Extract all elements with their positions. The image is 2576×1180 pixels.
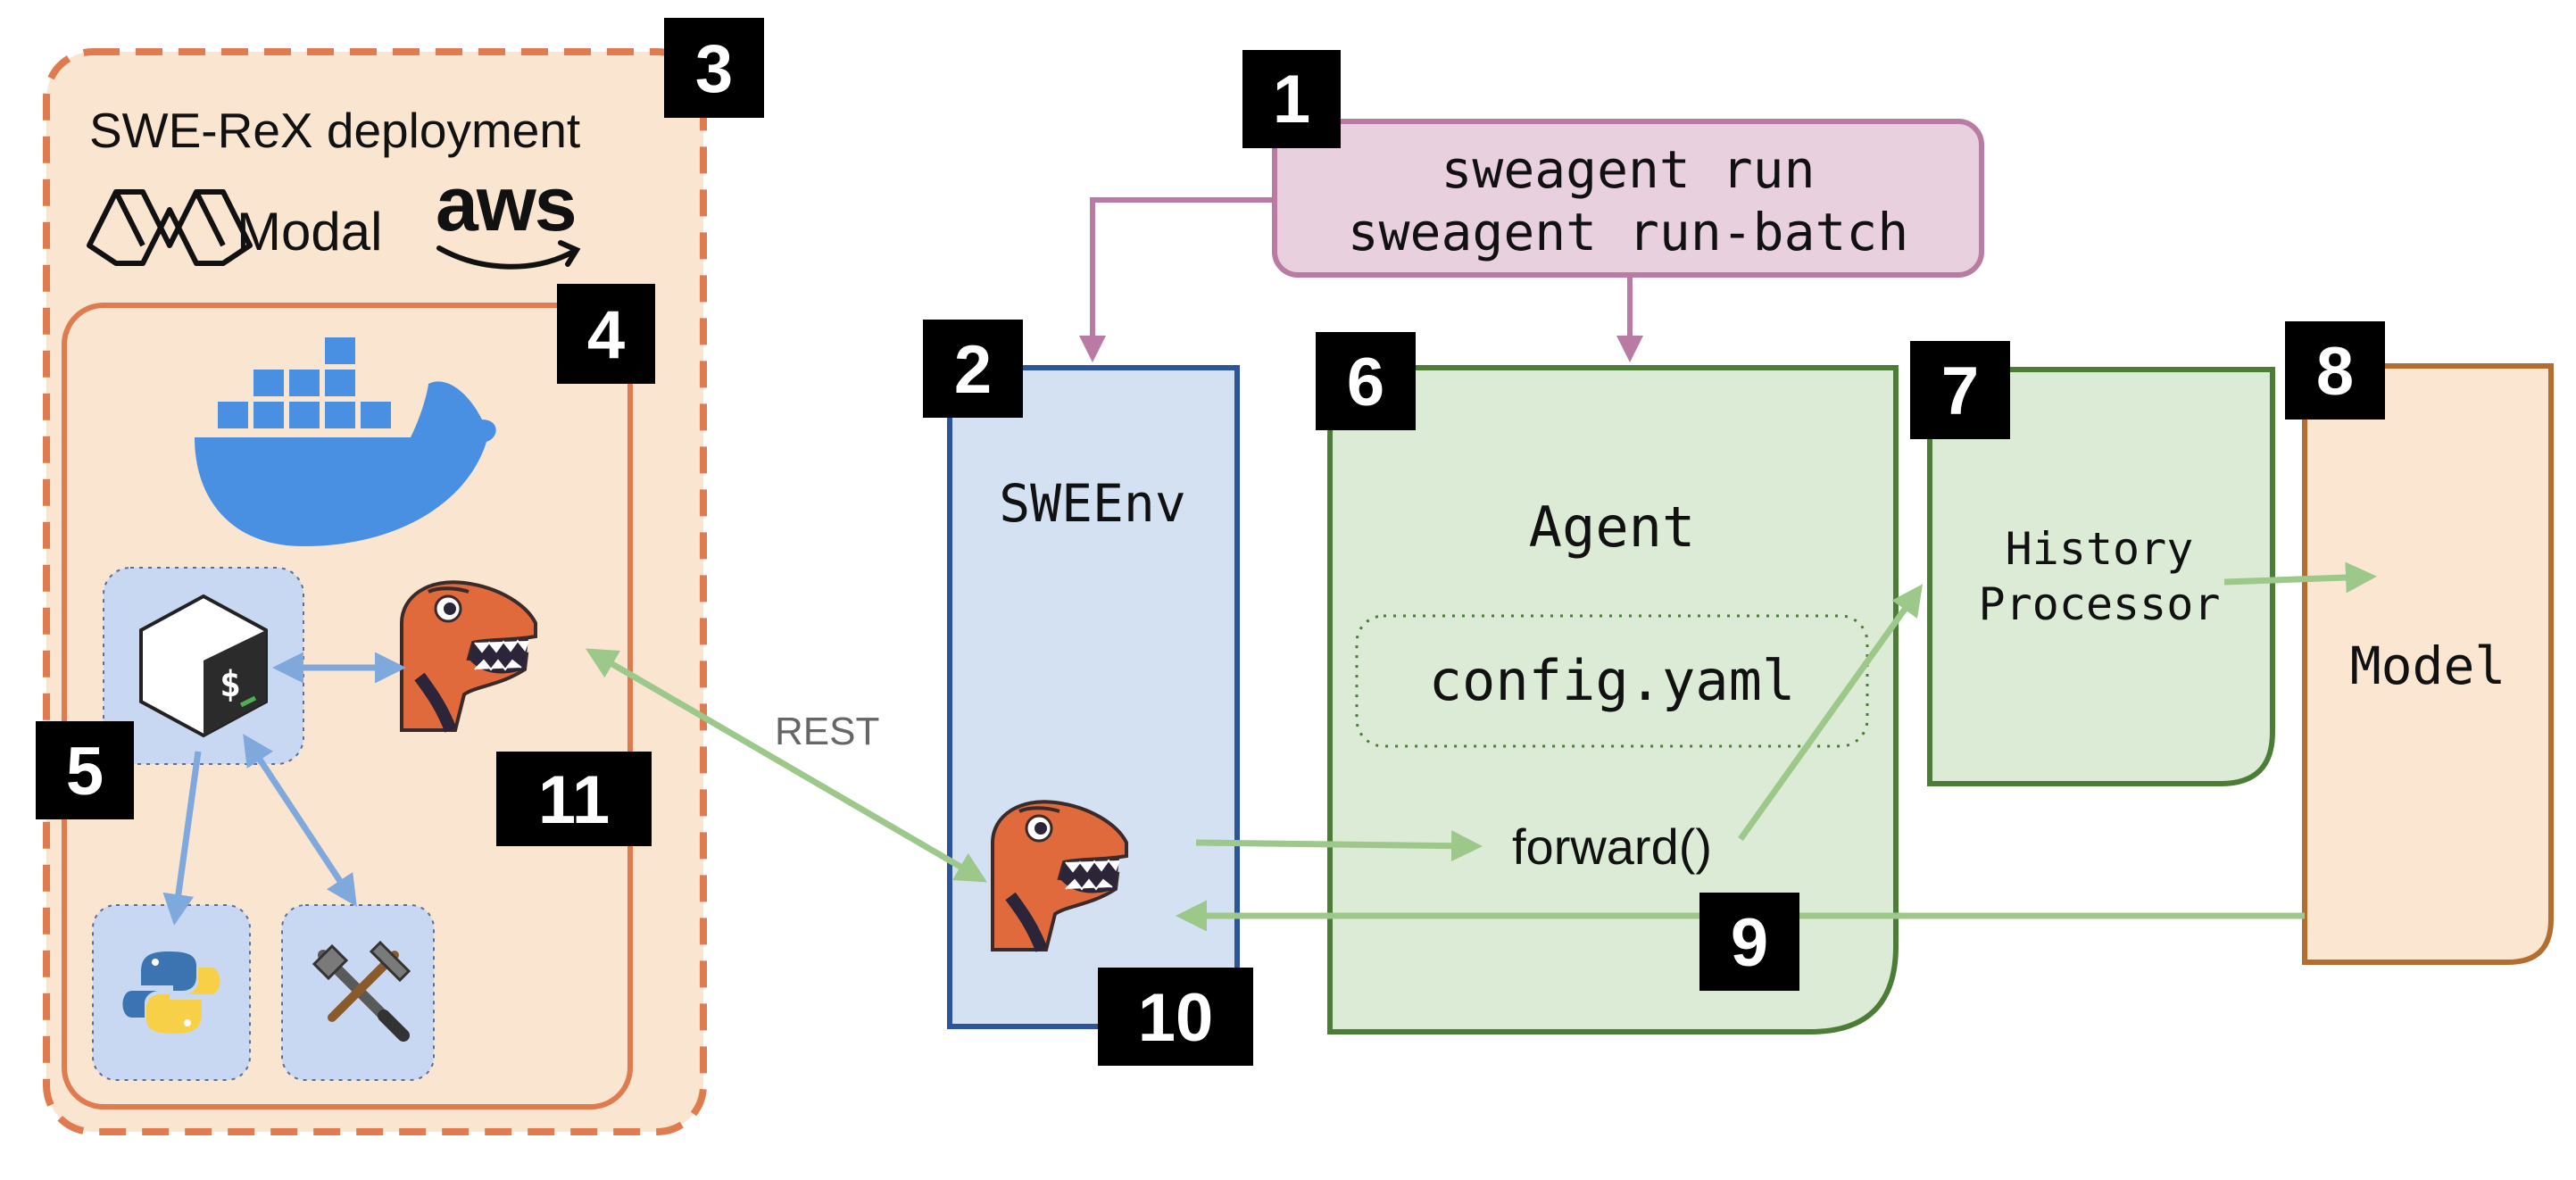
svg-text:7: 7: [1941, 353, 1979, 429]
badge-10: 10: [1098, 968, 1253, 1066]
docker-whale-icon: [195, 337, 496, 546]
agent-group: Agent config.yaml forward(): [1327, 365, 1899, 1035]
forward-label: forward(): [1512, 819, 1712, 875]
badge-11: 11: [496, 752, 652, 846]
svg-text:3: 3: [695, 31, 733, 107]
bash-terminal-icon: $: [139, 594, 268, 738]
deployment-title: SWE-ReX deployment: [89, 103, 580, 158]
svg-text:1: 1: [1273, 62, 1310, 137]
python-logo-icon: [122, 951, 220, 1034]
svg-text:4: 4: [587, 297, 625, 373]
rest-arrow: [585, 648, 988, 883]
history-label: History: [2006, 523, 2194, 575]
bash-tools-arrow: [243, 734, 357, 907]
command-run-batch: sweagent run-batch: [1348, 202, 1909, 262]
model-label: Model: [2350, 636, 2506, 696]
modal-provider-label: Modal: [237, 202, 382, 262]
badge-2: 2: [923, 320, 1023, 418]
tools-group: [281, 904, 435, 1081]
processor-label: Processor: [1979, 578, 2221, 630]
tools-icon: [312, 940, 411, 1042]
sweenv-to-forward-arrow: [1195, 830, 1483, 862]
history-processor-box: [1927, 367, 2275, 786]
svg-text:2: 2: [954, 332, 992, 408]
svg-text:11: 11: [538, 762, 610, 838]
badge-1: 1: [1242, 50, 1341, 148]
svg-text:10: 10: [1138, 980, 1214, 1056]
svg-text:$: $: [220, 664, 241, 705]
bash-terminal-group: $: [103, 567, 304, 765]
config-label: config.yaml: [1429, 648, 1796, 713]
aws-provider-label: aws: [436, 162, 576, 247]
aws-smile-icon: [436, 240, 581, 270]
rest-label: REST: [775, 710, 879, 753]
badge-3: 3: [664, 18, 764, 118]
svg-text:5: 5: [66, 734, 104, 810]
badge-5: 5: [36, 721, 134, 819]
model-group: Model: [2302, 363, 2554, 965]
badge-4: 4: [557, 284, 655, 384]
bash-python-arrow: [162, 751, 202, 926]
history-processor-group: History Processor: [1927, 367, 2275, 786]
badge-7: 7: [1910, 341, 2010, 439]
svg-text:6: 6: [1347, 345, 1384, 420]
history-to-model-arrow: [2223, 561, 2377, 594]
command-to-sweenv-arrow: [1079, 197, 1275, 362]
swe-rex-deployment-group: SWE-ReX deployment Modal aws: [43, 48, 707, 1135]
command-group: sweagent run sweagent run-batch: [1079, 119, 1984, 362]
swe-rex-deployment-box: [43, 48, 707, 1135]
badge-8: 8: [2285, 321, 2385, 420]
forward-to-history-arrow: [1738, 584, 1924, 842]
badges: 1 2 3 4 5 6 7 8: [36, 18, 2385, 1066]
command-run: sweagent run: [1441, 139, 1815, 200]
agent-label: Agent: [1529, 494, 1696, 560]
modal-logo-icon: [87, 189, 253, 266]
config-box: [1355, 614, 1869, 748]
badge-9: 9: [1699, 893, 1799, 991]
sweenv-group: SWEEnv: [947, 365, 1240, 1029]
svg-text:8: 8: [2316, 334, 2354, 410]
svg-text:9: 9: [1731, 905, 1768, 981]
badge-6: 6: [1316, 332, 1416, 430]
sweenv-label: SWEEnv: [999, 473, 1186, 534]
python-group: [92, 904, 251, 1081]
